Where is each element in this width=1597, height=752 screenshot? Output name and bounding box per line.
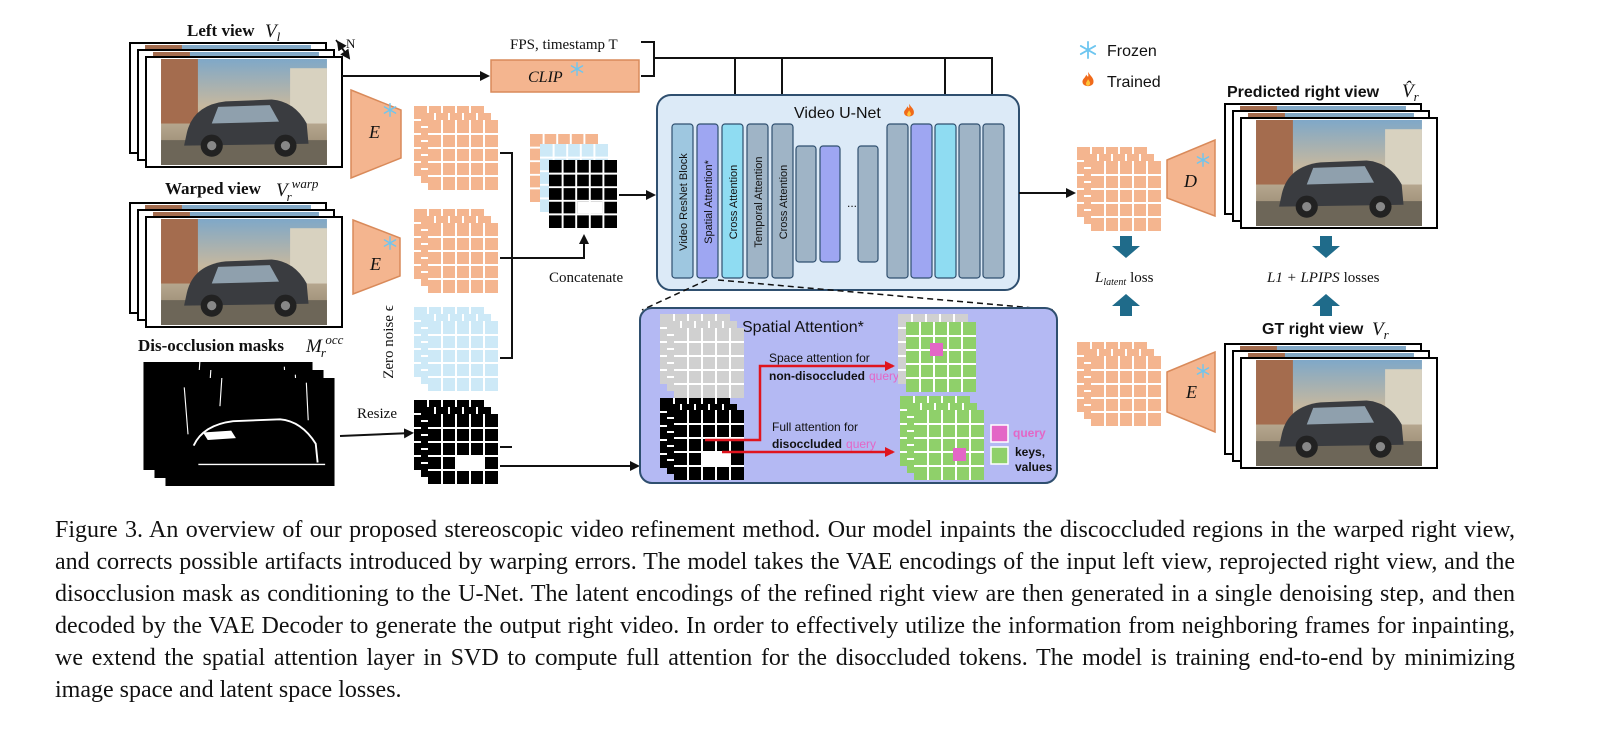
warped-view-math: Vrwarp [276,176,319,204]
encoder-label: E [1185,382,1197,402]
encoder-label: E [369,254,381,274]
sa-title: Spatial Attention* [742,319,864,336]
zero-noise-label: Zero noise ϵ [381,305,397,379]
left-view-label: Left view [187,21,255,40]
block-label: Cross Attention [728,165,740,240]
left-latent-stack [414,106,498,190]
pred-right-label: Predicted right view [1227,84,1380,101]
masks-math: Mrocc [305,332,344,360]
figure-caption: Figure 3. An overview of our proposed st… [55,517,1515,703]
spatial-attention-panel: Spatial Attention* Space attention for n… [639,307,1058,484]
mask-latent-stack [414,400,498,484]
disocclusion-mask-stack: Dis-occlusion masks Mrocc [138,332,344,486]
legend-values-label: values [1015,460,1053,474]
full-attn-label: Full attention for [772,420,858,434]
gt-right-math: Vr [1372,319,1390,342]
resize-label: Resize [357,406,397,422]
block-video-resnet [671,123,694,279]
clip-label: CLIP [528,69,563,86]
block-spatial-attention [696,123,719,279]
masks-label: Dis-occlusion masks [138,336,284,355]
legend-keys-swatch [990,446,1009,465]
encoder-label: E [368,122,380,142]
encoder-warped: E [352,218,401,296]
block-cross-attention-2 [771,123,794,279]
frozen-icon [1079,41,1097,59]
output-latent-stack [1077,147,1161,231]
block-cross-attention [721,123,744,279]
legend-query-swatch [990,424,1009,443]
left-view-math: Vl [265,21,281,44]
loss-arrows [1112,236,1340,316]
block-label: Spatial Attention* [703,159,715,244]
n-label: N [346,36,356,51]
noise-stack: Zero noise ϵ [381,305,498,391]
gt-right-view: GT right view Vr [1224,319,1438,469]
block-label: Temporal Attention [753,156,765,247]
legend-trained: Trained [1107,74,1161,91]
pred-right-math: V̂r [1402,81,1420,104]
concatenate-label: Concatenate [549,270,623,286]
mask-frame [164,378,336,486]
gt-latent-stack [1077,342,1161,426]
legend-keys-label: keys, [1015,445,1045,459]
gt-right-label: GT right view [1262,321,1364,338]
trained-icon [1082,71,1094,87]
legend: Frozen Trained [1079,41,1161,91]
warped-view-label: Warped view [165,179,262,198]
fps-label: FPS, timestamp T [510,37,618,53]
legend-query-label: query [1013,426,1046,440]
block-label: Cross Attention [778,165,790,240]
unet-title: Video U-Net [794,105,881,122]
ellipsis: ... [847,196,857,210]
block-temporal-attention [746,123,769,279]
block-label: Video ResNet Block [678,153,690,251]
encoder-left: E [350,88,402,180]
space-attn-label: Space attention for [769,351,870,365]
decoder-label: D [1183,171,1197,191]
concatenated-stack: Concatenate [530,134,623,286]
clip-encoder: FPS, timestamp T CLIP [490,37,640,93]
predicted-right-view: Predicted right view V̂r [1224,81,1438,229]
pipeline-diagram: Left view Vl N Warped view Vrwarp Dis-oc… [129,21,1438,486]
decoder: D [1166,138,1216,218]
legend-frozen: Frozen [1107,43,1157,60]
warped-latent-stack [414,209,498,293]
video-unet: Video U-Net Video ResNet Block Spatial A… [656,94,1020,291]
left-view-stack: Left view Vl N [129,21,356,168]
warped-view-stack: Warped view Vrwarp [129,176,343,328]
encoder-gt: E [1166,350,1216,434]
